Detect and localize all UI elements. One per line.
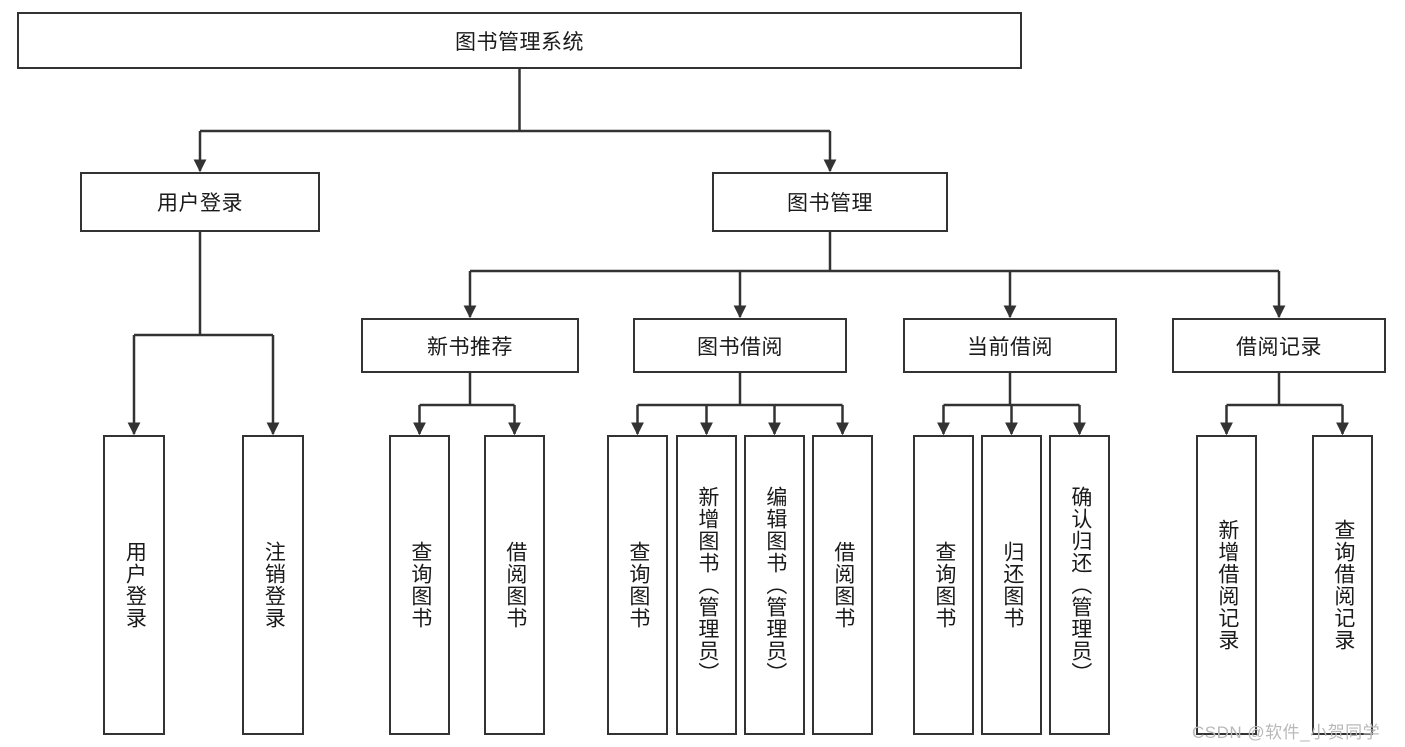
node-br-add-record[interactable]: 新增借阅记录 [1196, 435, 1257, 735]
node-label: 图书借阅 [697, 335, 783, 359]
node-label: 查询图书 [408, 541, 432, 629]
node-new-book-rec[interactable]: 新书推荐 [361, 318, 579, 373]
node-bb-edit-book[interactable]: 编辑图书（管理员） [744, 435, 805, 735]
node-label: 查询图书 [932, 541, 956, 629]
node-label: 编辑图书（管理员） [763, 486, 787, 684]
node-book-manage[interactable]: 图书管理 [712, 172, 948, 232]
connector-lines [127, 69, 1349, 436]
node-book-borrow[interactable]: 图书借阅 [633, 318, 847, 373]
node-rec-query-book[interactable]: 查询图书 [389, 435, 450, 735]
node-borrow-record[interactable]: 借阅记录 [1172, 318, 1386, 373]
node-bb-add-book[interactable]: 新增图书（管理员） [676, 435, 737, 735]
node-label: 注销登录 [262, 541, 286, 629]
node-cb-return-book[interactable]: 归还图书 [981, 435, 1042, 735]
node-label: 归还图书 [1000, 541, 1024, 629]
node-logout-do[interactable]: 注销登录 [242, 435, 304, 735]
node-bb-query-book[interactable]: 查询图书 [607, 435, 668, 735]
node-label: 借阅记录 [1236, 335, 1322, 359]
node-cb-confirm-return[interactable]: 确认归还（管理员） [1049, 435, 1110, 735]
node-rec-borrow-book[interactable]: 借阅图书 [484, 435, 545, 735]
node-label: 查询图书 [626, 541, 650, 629]
node-label: 确认归还（管理员） [1068, 486, 1092, 684]
node-label: 新增图书（管理员） [695, 486, 719, 684]
node-label: 当前借阅 [967, 335, 1053, 359]
node-user-login[interactable]: 用户登录 [80, 172, 320, 232]
node-label: 新书推荐 [427, 335, 513, 359]
node-cb-query-book[interactable]: 查询图书 [913, 435, 974, 735]
node-label: 借阅图书 [831, 541, 855, 629]
node-label: 借阅图书 [503, 541, 527, 629]
node-root[interactable]: 图书管理系统 [17, 12, 1022, 69]
node-label: 新增借阅记录 [1215, 519, 1239, 651]
node-br-query-record[interactable]: 查询借阅记录 [1312, 435, 1373, 735]
node-bb-borrow-book[interactable]: 借阅图书 [812, 435, 873, 735]
node-label: 图书管理系统 [455, 30, 584, 54]
node-current-borrow[interactable]: 当前借阅 [903, 318, 1117, 373]
node-label: 用户登录 [157, 192, 243, 215]
node-label: 图书管理 [787, 192, 873, 215]
node-login-do[interactable]: 用户登录 [103, 435, 165, 735]
watermark-text: CSDN @软件_小贺同学 [1192, 723, 1381, 742]
node-label: 用户登录 [123, 541, 147, 629]
node-label: 查询借阅记录 [1331, 519, 1355, 651]
